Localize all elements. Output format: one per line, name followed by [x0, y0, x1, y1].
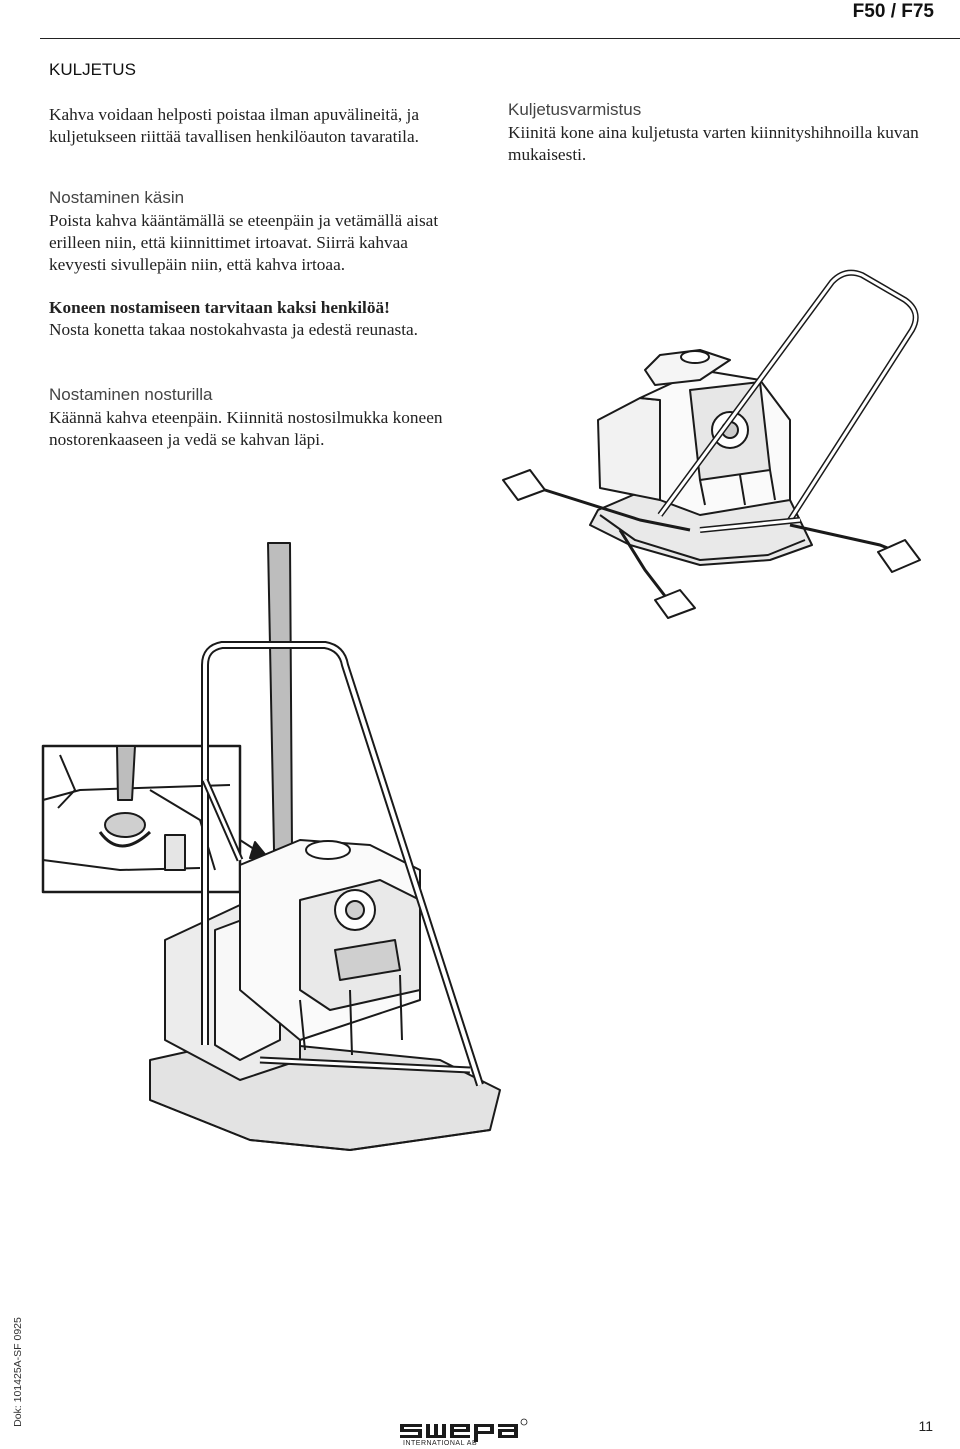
swepac-logo	[400, 1418, 528, 1442]
kuljetus-text: Kahva voidaan helposti poistaa ilman apu…	[49, 105, 419, 146]
section-title-kuljetus: KULJETUS	[49, 60, 136, 79]
section-title-nostaminen-nosturilla: Nostaminen nosturilla	[49, 385, 213, 404]
section-title-nostaminen-kasin: Nostaminen käsin	[49, 188, 185, 207]
document-code: Dok: 101425A-SF 0925	[12, 1317, 24, 1427]
nostaminen-kasin-text2: Nosta konetta takaa nostokahvasta ja ede…	[49, 320, 419, 339]
header-divider	[40, 38, 960, 39]
kuljetusvarmistus-text: Kiinitä kone aina kuljetusta varten kiin…	[508, 123, 919, 164]
nostaminen-nosturilla-text: Käännä kahva eteenpäin. Kiinnitä nostosi…	[49, 408, 443, 449]
logo-subtitle: INTERNATIONAL AB	[403, 1440, 478, 1447]
page-number: 11	[918, 1418, 933, 1434]
nostaminen-kasin-warning: Koneen nostamiseen tarvitaan kaksi henki…	[49, 298, 390, 317]
page-header-title: F50 / F75	[852, 1, 934, 22]
section-title-kuljetusvarmistus: Kuljetusvarmistus	[508, 100, 642, 119]
nostaminen-kasin-text: Poista kahva kääntämällä se eteenpäin ja…	[49, 211, 439, 274]
